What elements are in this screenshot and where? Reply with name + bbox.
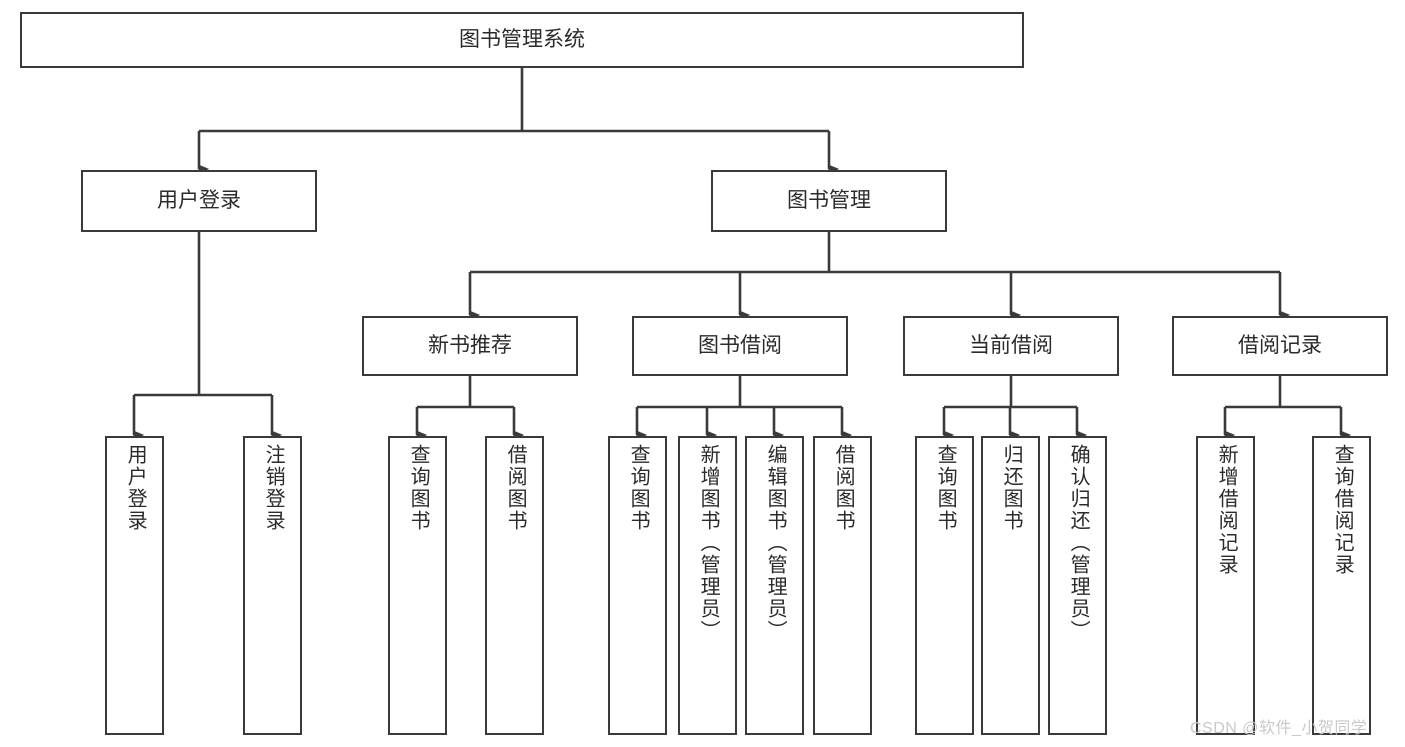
node-leaf-query-book-3[interactable]: 查询图书	[915, 436, 974, 735]
node-label: 注销登录	[262, 444, 285, 532]
node-root[interactable]: 图书管理系统	[20, 12, 1024, 68]
node-current-borrow[interactable]: 当前借阅	[903, 316, 1119, 376]
node-leaf-borrow-book-2[interactable]: 借阅图书	[813, 436, 872, 735]
node-label: 查询借阅记录	[1331, 444, 1354, 576]
node-book-borrow[interactable]: 图书借阅	[632, 316, 848, 376]
node-leaf-confirm-return[interactable]: 确认归还（管理员）	[1048, 436, 1107, 735]
node-new-book-rec[interactable]: 新书推荐	[362, 316, 578, 376]
node-leaf-query-book-2[interactable]: 查询图书	[608, 436, 667, 735]
node-label: 查询图书	[934, 444, 957, 532]
node-label: 新增图书（管理员）	[697, 444, 720, 642]
node-label: 借阅图书	[504, 444, 527, 532]
node-book-manage[interactable]: 图书管理	[711, 170, 947, 232]
node-label: 借阅记录	[1238, 333, 1322, 357]
node-label: 查询图书	[627, 444, 650, 532]
node-leaf-user-login[interactable]: 用户登录	[105, 436, 164, 735]
node-label: 新书推荐	[428, 333, 512, 357]
node-label: 新增借阅记录	[1215, 444, 1238, 576]
node-label: 编辑图书（管理员）	[764, 444, 787, 642]
node-label: 图书管理系统	[459, 27, 585, 51]
node-leaf-return-book[interactable]: 归还图书	[981, 436, 1040, 735]
node-label: 用户登录	[124, 444, 147, 532]
node-label: 归还图书	[1000, 444, 1023, 532]
node-label: 图书管理	[787, 188, 871, 212]
node-leaf-edit-book[interactable]: 编辑图书（管理员）	[745, 436, 804, 735]
node-user-login[interactable]: 用户登录	[81, 170, 317, 232]
node-label: 确认归还（管理员）	[1067, 444, 1090, 642]
node-leaf-add-book[interactable]: 新增图书（管理员）	[678, 436, 737, 735]
node-label: 当前借阅	[969, 333, 1053, 357]
node-label: 查询图书	[407, 444, 430, 532]
node-leaf-query-record[interactable]: 查询借阅记录	[1312, 436, 1371, 735]
node-label: 图书借阅	[698, 333, 782, 357]
node-label: 用户登录	[157, 188, 241, 212]
node-leaf-borrow-book-1[interactable]: 借阅图书	[485, 436, 544, 735]
node-leaf-query-book-1[interactable]: 查询图书	[388, 436, 447, 735]
node-leaf-add-record[interactable]: 新增借阅记录	[1196, 436, 1255, 735]
node-label: 借阅图书	[832, 444, 855, 532]
node-borrow-record[interactable]: 借阅记录	[1172, 316, 1388, 376]
node-leaf-logout[interactable]: 注销登录	[243, 436, 302, 735]
